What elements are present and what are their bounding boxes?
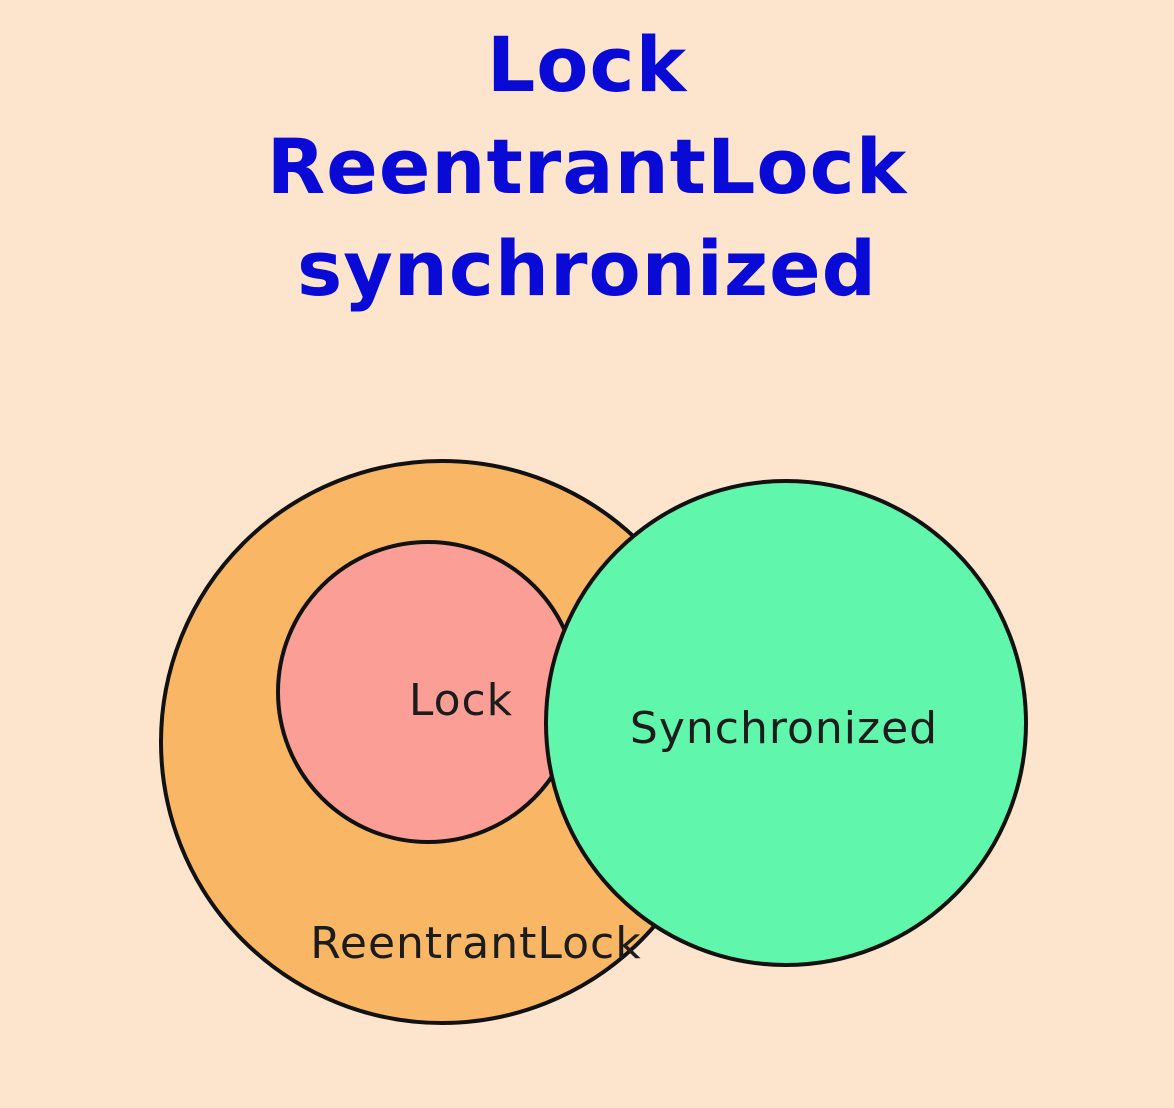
- lock-label: Lock: [409, 675, 513, 726]
- synchronized-label: Synchronized: [630, 703, 938, 754]
- title-line-reentrantlock: ReentrantLock: [266, 122, 908, 211]
- page-title: Lock ReentrantLock synchronized: [0, 14, 1174, 320]
- reentrantlock-label: ReentrantLock: [310, 918, 641, 969]
- title-line-lock: Lock: [486, 20, 688, 109]
- title-line-synchronized: synchronized: [296, 224, 878, 313]
- synchronized-circle: [544, 479, 1028, 967]
